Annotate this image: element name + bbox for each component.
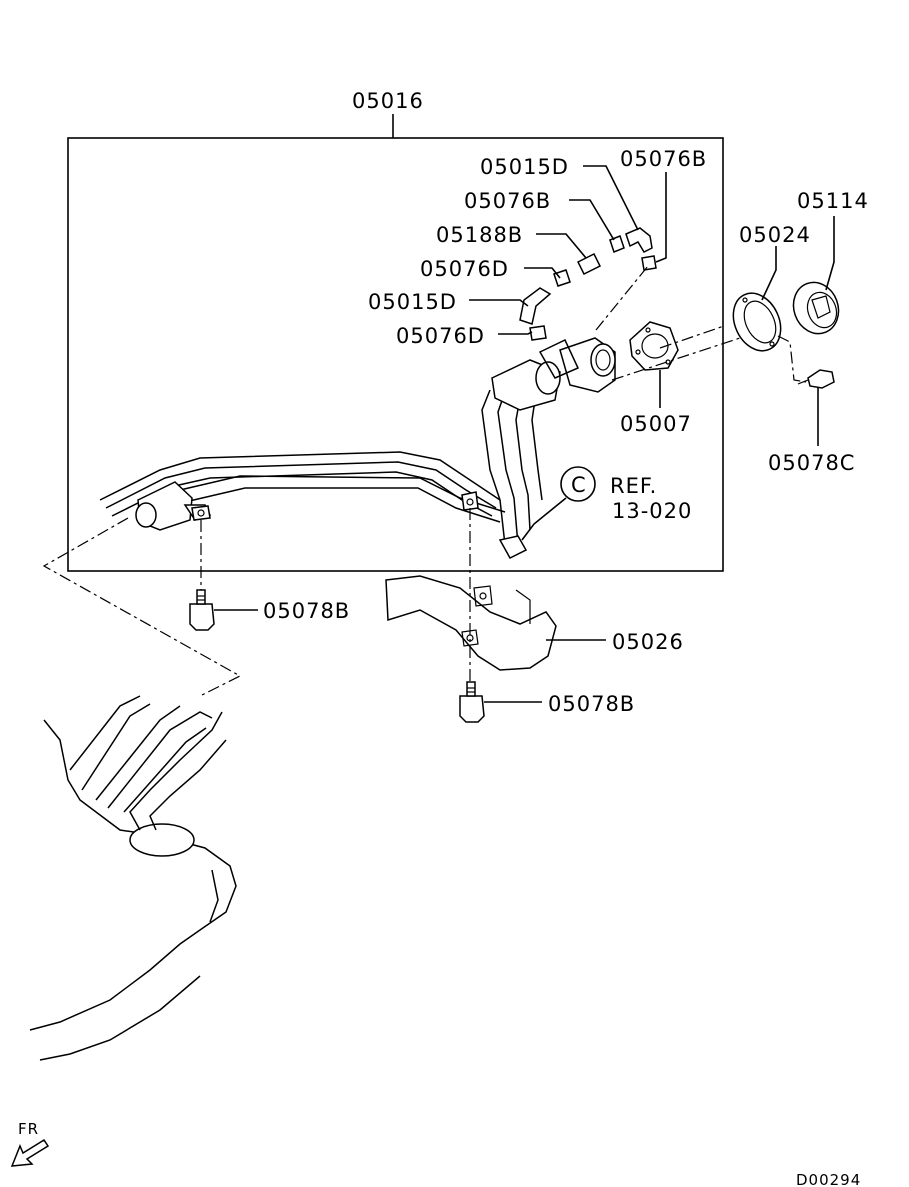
dashline-tank	[42, 517, 242, 697]
front-arrow-icon	[10, 1138, 50, 1167]
leader-lines	[214, 165, 835, 703]
label-05078C: 05078C	[768, 451, 855, 475]
label-05016: 05016	[352, 89, 424, 113]
label-05078B-right: 05078B	[548, 692, 635, 716]
label-05076B-top: 05076B	[620, 147, 707, 171]
assembly-box	[67, 137, 724, 572]
label-05076B-mid: 05076B	[464, 189, 551, 213]
label-05024: 05024	[739, 223, 811, 247]
protector-05026	[385, 575, 557, 671]
label-05015D-low: 05015D	[368, 290, 457, 314]
screw-05078C	[797, 369, 835, 389]
label-05007: 05007	[620, 412, 692, 436]
label-05076D-low: 05076D	[396, 324, 485, 348]
reference-line1: REF.	[610, 474, 657, 498]
label-05078B-left: 05078B	[263, 599, 350, 623]
direction-label: FR	[18, 1120, 39, 1138]
hose-05015D-low	[519, 287, 552, 325]
reference-circle	[560, 466, 596, 502]
clamp-05076B-top	[641, 255, 657, 271]
breather-hose-parts	[519, 227, 657, 341]
label-05026: 05026	[612, 630, 684, 654]
clamp-05076D-low	[529, 325, 547, 341]
packing-05024	[732, 292, 782, 352]
label-05076D-mid: 05076D	[420, 257, 509, 281]
clamp-05076B-mid	[609, 235, 625, 253]
gasket-05007	[629, 321, 679, 371]
label-05188B: 05188B	[436, 223, 523, 247]
label-05015D-top: 05015D	[480, 155, 569, 179]
bolt-05078B-left	[189, 589, 215, 631]
valve-05188B	[576, 252, 602, 276]
dashline-hose	[595, 265, 649, 331]
dashline-screw	[777, 335, 807, 383]
hose-05015D-top	[625, 227, 653, 253]
bolt-05078B-right	[459, 681, 485, 723]
reference-letter: C	[571, 473, 587, 497]
fuel-tank-outline	[29, 695, 237, 1061]
fuel-cap-05114	[792, 281, 840, 335]
label-05114: 05114	[797, 189, 869, 213]
reference-line2: 13-020	[612, 499, 692, 523]
clamp-05076D-mid	[553, 269, 571, 287]
dashline-cap-b	[659, 325, 725, 349]
diagram-code: D00294	[796, 1171, 861, 1187]
filler-neck-assembly	[99, 337, 616, 559]
